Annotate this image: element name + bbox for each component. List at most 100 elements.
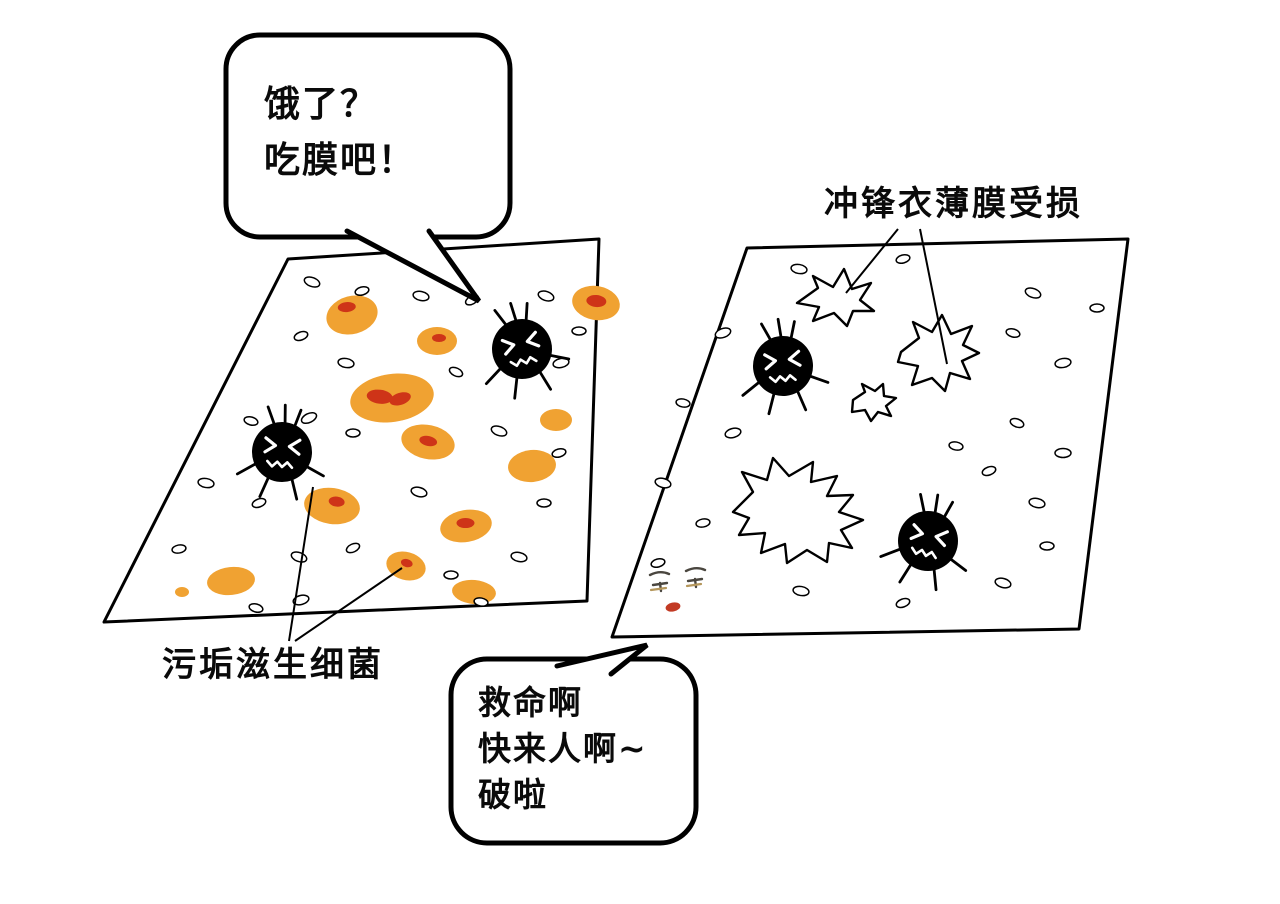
stain-core xyxy=(456,518,475,529)
speck xyxy=(473,597,489,607)
speck xyxy=(895,253,911,265)
tear-hole-4 xyxy=(731,456,865,565)
face-shading xyxy=(649,582,703,592)
tear-hole-2 xyxy=(896,313,981,393)
speck xyxy=(994,577,1012,589)
dirt-stain xyxy=(386,551,426,581)
dirt-stain xyxy=(440,509,492,543)
speck xyxy=(551,447,567,459)
bubble-top-body xyxy=(223,32,513,240)
speck xyxy=(571,326,587,336)
stain-core xyxy=(400,558,413,568)
speck xyxy=(293,330,309,342)
dirt-stain xyxy=(304,487,360,525)
speck xyxy=(354,285,370,297)
dirt-stain xyxy=(508,449,556,483)
speck xyxy=(345,428,361,438)
stain-core xyxy=(586,294,607,308)
speck xyxy=(1054,447,1072,459)
speck xyxy=(948,441,964,451)
dirt-stain xyxy=(401,424,455,460)
speck xyxy=(981,465,997,477)
speck xyxy=(1009,417,1025,429)
dirt-stain xyxy=(207,566,255,596)
stain-core xyxy=(366,389,393,404)
stain-blob xyxy=(540,409,572,431)
speech-bubble-bottom: 救命啊 快来人啊~ 破啦 xyxy=(448,642,699,846)
speck xyxy=(510,551,528,563)
bubble-top-tail xyxy=(344,228,482,304)
dirt-stain xyxy=(572,285,620,321)
bubble-bottom-tail xyxy=(554,642,649,677)
speck xyxy=(303,276,321,288)
speck xyxy=(675,398,691,408)
speck xyxy=(695,518,711,528)
speck xyxy=(292,594,310,606)
speck xyxy=(650,557,666,569)
speck xyxy=(412,290,430,302)
bubble-bottom-line2: 快来人啊~ xyxy=(478,729,648,768)
speck-group-right xyxy=(650,253,1105,609)
speck xyxy=(792,585,810,597)
speck xyxy=(443,570,459,580)
speck xyxy=(724,427,742,439)
stain-group xyxy=(175,285,620,605)
speck xyxy=(1089,303,1105,313)
speck xyxy=(490,425,508,437)
dirt-stain xyxy=(540,409,572,431)
speck xyxy=(248,602,264,614)
speck xyxy=(537,290,555,302)
stain-core xyxy=(328,496,345,507)
stain-core xyxy=(389,392,411,406)
bubble-bottom-line1: 救命啊 xyxy=(478,683,583,722)
speck xyxy=(410,486,428,498)
dirt-stain xyxy=(452,579,496,605)
speck xyxy=(251,497,267,509)
stain-blob xyxy=(175,587,189,597)
stain-core xyxy=(419,435,438,447)
speech-bubble-top: 饿了？ 吃膜吧！ xyxy=(223,32,513,304)
stain-blob xyxy=(508,449,556,483)
speck xyxy=(1039,541,1055,551)
label-dirt-bacteria: 污垢滋生细菌 xyxy=(162,645,384,685)
bubble-top-line2: 吃膜吧！ xyxy=(264,140,416,181)
speck xyxy=(300,411,318,425)
pointer-lines-left xyxy=(288,486,403,642)
stain-blob xyxy=(207,566,255,596)
speck xyxy=(448,366,464,378)
dirt-stain xyxy=(175,587,189,597)
speck xyxy=(1024,287,1042,299)
speck xyxy=(345,542,361,554)
label-membrane-damaged: 冲锋衣薄膜受损 xyxy=(824,184,1083,224)
dirt-stain xyxy=(350,373,434,423)
tear-hole-3 xyxy=(850,382,898,423)
speck-group-left xyxy=(171,276,587,614)
stain-blob xyxy=(452,579,496,605)
speck xyxy=(337,357,355,369)
pointer-lines-right xyxy=(845,228,948,365)
speck xyxy=(1005,327,1021,339)
speck xyxy=(790,263,808,275)
speck xyxy=(1054,357,1072,369)
speck xyxy=(171,544,187,554)
speck xyxy=(714,327,732,339)
speck xyxy=(654,477,672,489)
dirt-stain xyxy=(326,295,378,335)
bubble-bottom-body xyxy=(448,656,699,846)
speck xyxy=(197,477,215,489)
bubble-top-line1: 饿了？ xyxy=(264,84,378,125)
distressed-face xyxy=(648,567,707,612)
speck xyxy=(243,415,259,427)
stain-core xyxy=(432,334,446,342)
stain-blob xyxy=(304,487,360,525)
speck xyxy=(536,498,552,508)
tear-group xyxy=(731,267,981,565)
stain-core xyxy=(337,302,356,313)
speck xyxy=(1028,497,1046,509)
bubble-bottom-line3: 破啦 xyxy=(478,775,548,814)
tear-hole-1 xyxy=(795,267,876,328)
speck xyxy=(895,597,911,609)
face-mouth xyxy=(665,602,681,612)
